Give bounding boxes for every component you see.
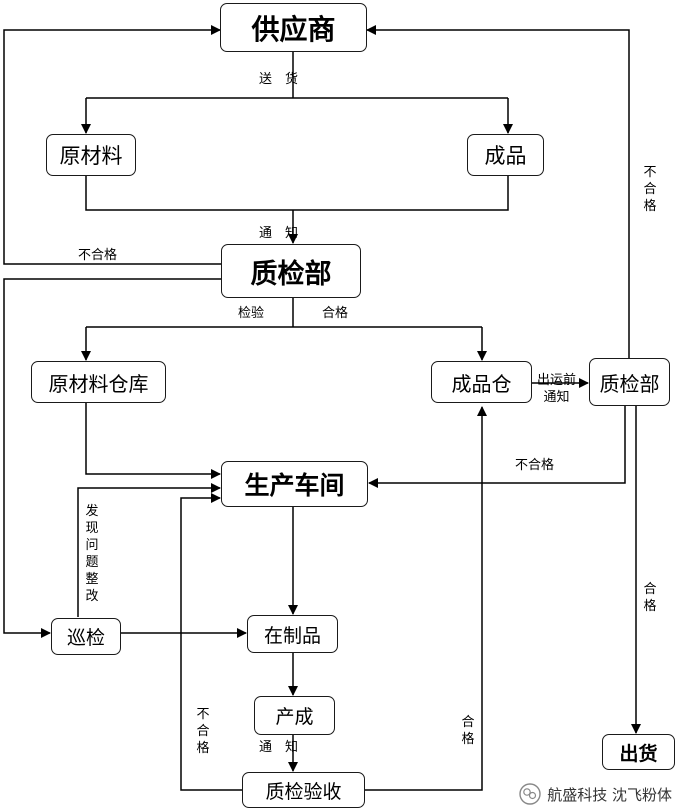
label-inspection: 检验: [238, 306, 265, 321]
edge-raw-warehouse-to-workshop: [85, 403, 221, 479]
edge-acceptance-to-finished-warehouse: [365, 406, 487, 791]
label-problem-found: 发现问题整改: [85, 504, 99, 604]
edge-patrol-to-workshop: [77, 483, 221, 617]
node-finished-product: 成品: [467, 134, 544, 176]
node-qc-acceptance: 质检验收: [242, 772, 365, 808]
label-notify-top: 通 知: [259, 226, 299, 241]
node-finished-goods-warehouse: 成品仓: [431, 361, 532, 403]
watermark: 航盛科技 沈飞粉体: [519, 783, 672, 805]
node-raw-material-warehouse: 原材料仓库: [31, 361, 166, 403]
edge-qc-to-patrol: [3, 278, 222, 638]
label-qualified-to-shipment: 合格: [643, 582, 657, 614]
edge-acceptance-to-workshop: [180, 493, 242, 791]
label-deliver: 送 货: [259, 72, 299, 87]
node-patrol-inspection: 巡检: [51, 618, 121, 655]
edge-raw-material-down: [85, 176, 509, 211]
node-output: 产成: [254, 696, 335, 735]
label-unqualified-left: 不合格: [78, 248, 118, 263]
node-qc-dept-main: 质检部: [221, 244, 361, 298]
node-shipment: 出货: [602, 734, 675, 770]
edge-unqualified-to-supplier: [3, 25, 222, 265]
label-qualified-bottom: 合格: [461, 715, 475, 747]
node-raw-material: 原材料: [46, 134, 136, 176]
watermark-text: 航盛科技 沈飞粉体: [547, 785, 672, 804]
label-notify-bottom: 通 知: [259, 740, 299, 755]
label-unqualified-bottom: 不合格: [196, 707, 210, 756]
node-work-in-progress: 在制品: [247, 615, 338, 653]
edge-right-qc-to-supplier: [366, 25, 630, 358]
label-unqualified-to-workshop: 不合格: [515, 458, 555, 473]
label-qualified-mid: 合格: [322, 306, 349, 321]
wechat-logo-icon: [519, 783, 541, 805]
node-qc-dept-right: 质检部: [589, 358, 670, 406]
node-production-workshop: 生产车间: [221, 461, 368, 507]
node-supplier: 供应商: [220, 3, 367, 52]
label-shipping-notice: 出运前 通知: [537, 373, 577, 405]
edge-right-qc-to-workshop: [368, 406, 626, 488]
label-unqualified-right-vertical: 不合格: [643, 165, 657, 214]
